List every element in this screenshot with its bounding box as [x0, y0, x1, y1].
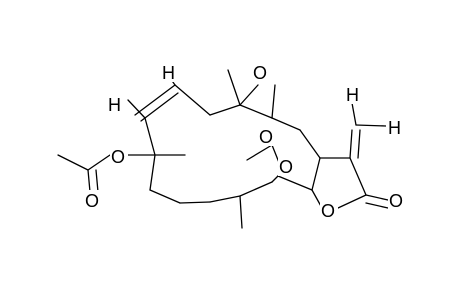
bond: [355, 124, 387, 127]
bond: [349, 157, 367, 196]
bond: [57, 154, 89, 171]
bond: [271, 117, 301, 131]
bond: [209, 104, 241, 116]
atom-h-methylene-right: H: [388, 118, 401, 138]
atom-o-acetate-right-ester: O: [279, 157, 293, 177]
bond: [174, 84, 211, 116]
atom-o-acetate-left-ester: O: [111, 147, 125, 167]
bond: [246, 144, 273, 161]
bond: [311, 157, 321, 191]
bond: [277, 175, 313, 191]
bond: [271, 175, 279, 183]
bond: [87, 169, 91, 193]
bond: [149, 154, 156, 191]
atom-o-epoxide: O: [253, 63, 267, 83]
bond: [140, 92, 179, 122]
atom-h-methylene-top: H: [346, 85, 359, 105]
atom-labels: H H O H H O O O O O O: [84, 62, 406, 221]
atom-o-lactone-carbonyl: O: [389, 191, 403, 211]
bond: [365, 194, 389, 201]
bond: [357, 129, 361, 159]
bond: [134, 84, 176, 116]
atom-o-lactone-ring: O: [321, 201, 335, 221]
bond: [349, 129, 353, 159]
bond: [127, 99, 146, 119]
bond: [209, 195, 241, 203]
bond: [239, 104, 273, 119]
bond: [179, 201, 211, 204]
bond: [87, 154, 111, 171]
bond: [365, 202, 389, 209]
bond: [227, 69, 241, 106]
bond: [299, 129, 321, 159]
atom-h-left: H: [108, 95, 121, 115]
atom-h-top-left: H: [162, 63, 175, 83]
atom-o-acetate-left-carbonyl: O: [85, 191, 99, 211]
bond: [337, 194, 367, 209]
bond: [239, 195, 243, 229]
atom-o-acetate-right-carbonyl: O: [259, 127, 273, 147]
bond: [351, 102, 357, 126]
bond: [239, 181, 273, 197]
bond: [271, 84, 276, 119]
bond-skeleton: [57, 69, 389, 229]
bond: [95, 169, 99, 193]
bond: [149, 189, 181, 204]
bond: [239, 84, 259, 106]
bond: [144, 117, 156, 156]
